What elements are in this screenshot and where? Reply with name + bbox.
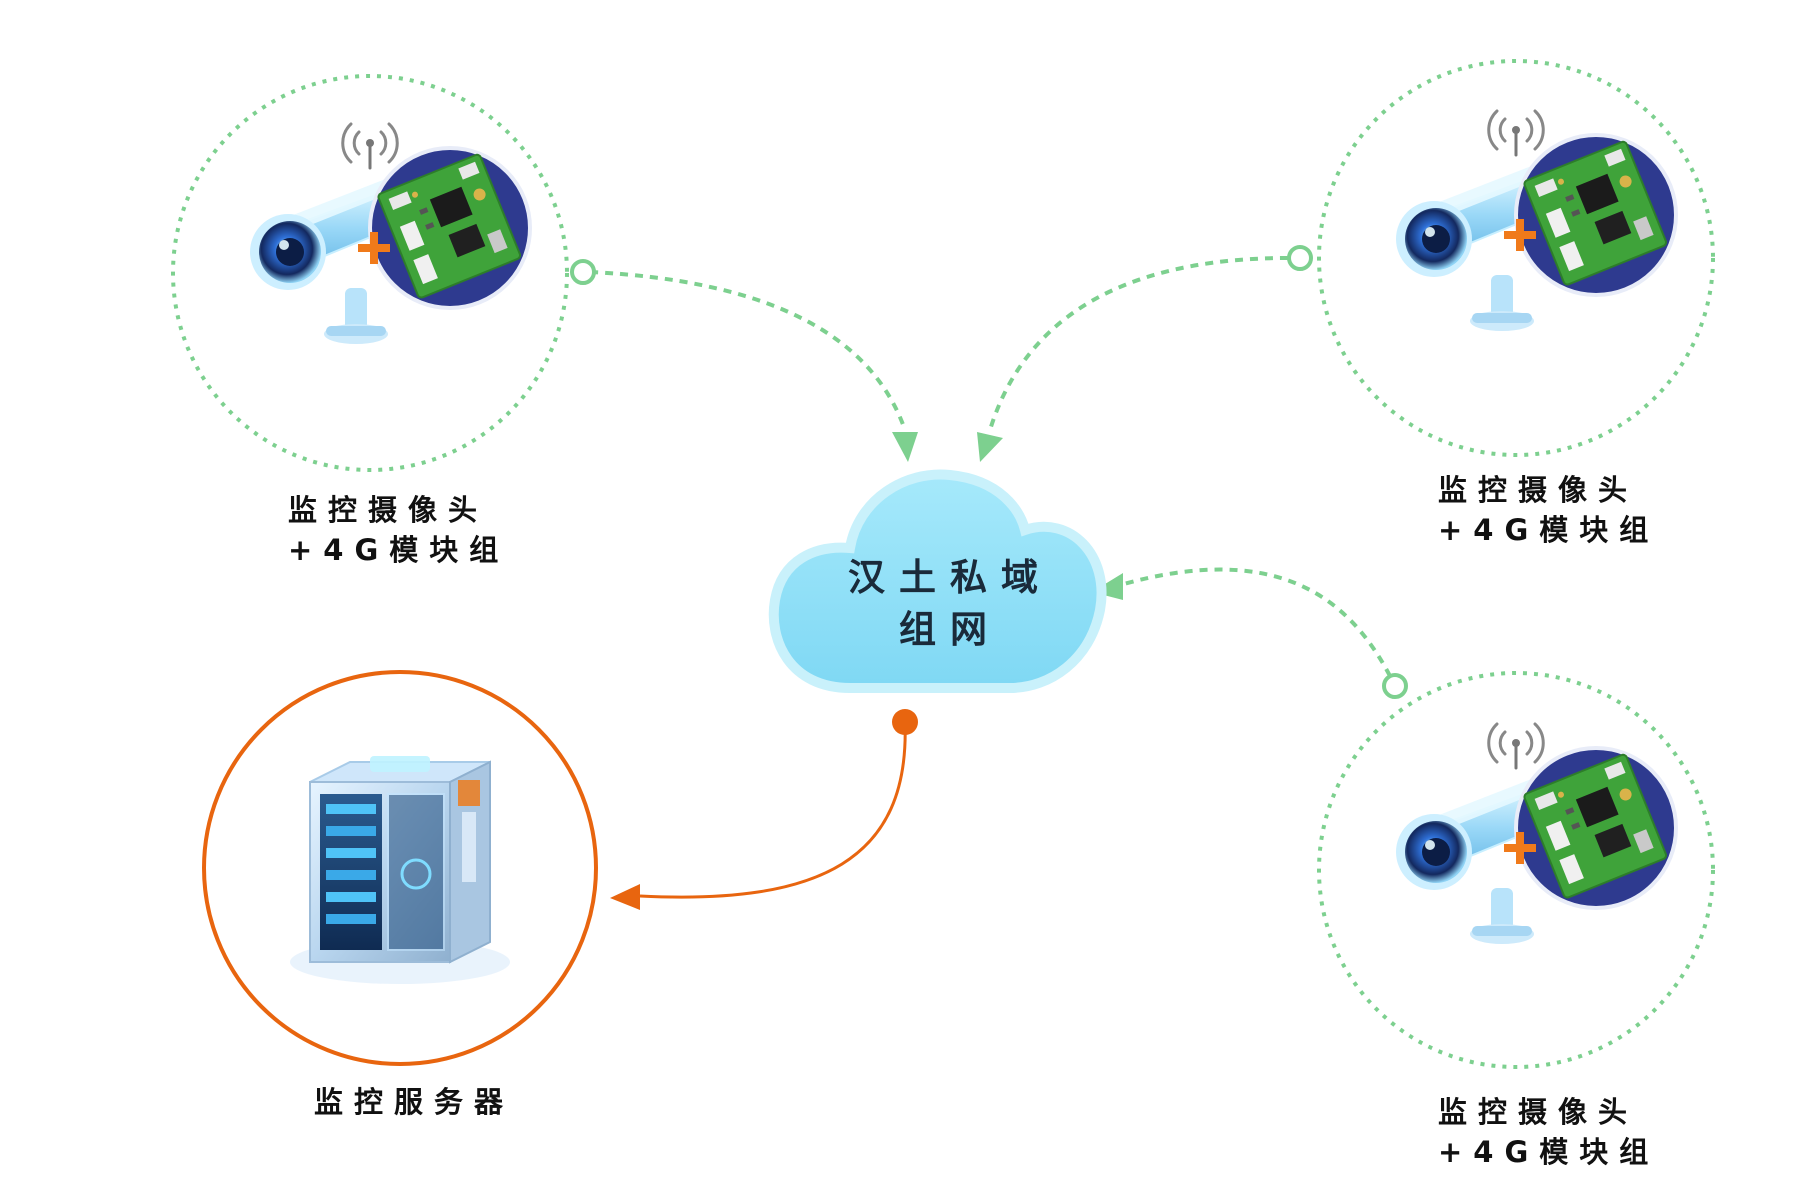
label-line1: 监控摄像头 (1438, 473, 1639, 507)
link-top-left (570, 259, 918, 462)
link-server (610, 709, 918, 910)
label-line1: 监控摄像头 (288, 493, 489, 527)
label-line2: +4G模块组 (1438, 513, 1660, 547)
cloud-label-line2: 组网 (899, 608, 1001, 651)
node-ring-top-right (1317, 59, 1715, 457)
label-line1: 监控摄像头 (1438, 1095, 1639, 1129)
cloud-label: 汉土私域 组网 (830, 552, 1070, 656)
node-ring-top-left (171, 74, 569, 472)
node-ring-bottom-right (1317, 671, 1715, 1069)
cloud-icon (768, 469, 1107, 693)
label-line1: 监控服务器 (314, 1085, 515, 1119)
label-camera-bottom-right: 监控摄像头 +4G模块组 (1438, 1092, 1659, 1172)
server-icon (290, 756, 510, 984)
link-top-right (977, 245, 1313, 462)
camera-module-top-right (1394, 109, 1678, 333)
server-ring (202, 670, 598, 1066)
camera-module-bottom-right (1394, 722, 1678, 946)
camera-module-top-left (248, 122, 532, 346)
label-camera-top-right: 监控摄像头 +4G模块组 (1438, 470, 1659, 550)
label-line2: +4G模块组 (288, 533, 510, 567)
label-line2: +4G模块组 (1438, 1135, 1660, 1169)
label-server: 监控服务器 (314, 1082, 514, 1122)
label-camera-top-left: 监控摄像头 +4G模块组 (288, 490, 509, 570)
link-bottom-right (1092, 567, 1408, 699)
cloud-label-line1: 汉土私域 (848, 556, 1052, 599)
